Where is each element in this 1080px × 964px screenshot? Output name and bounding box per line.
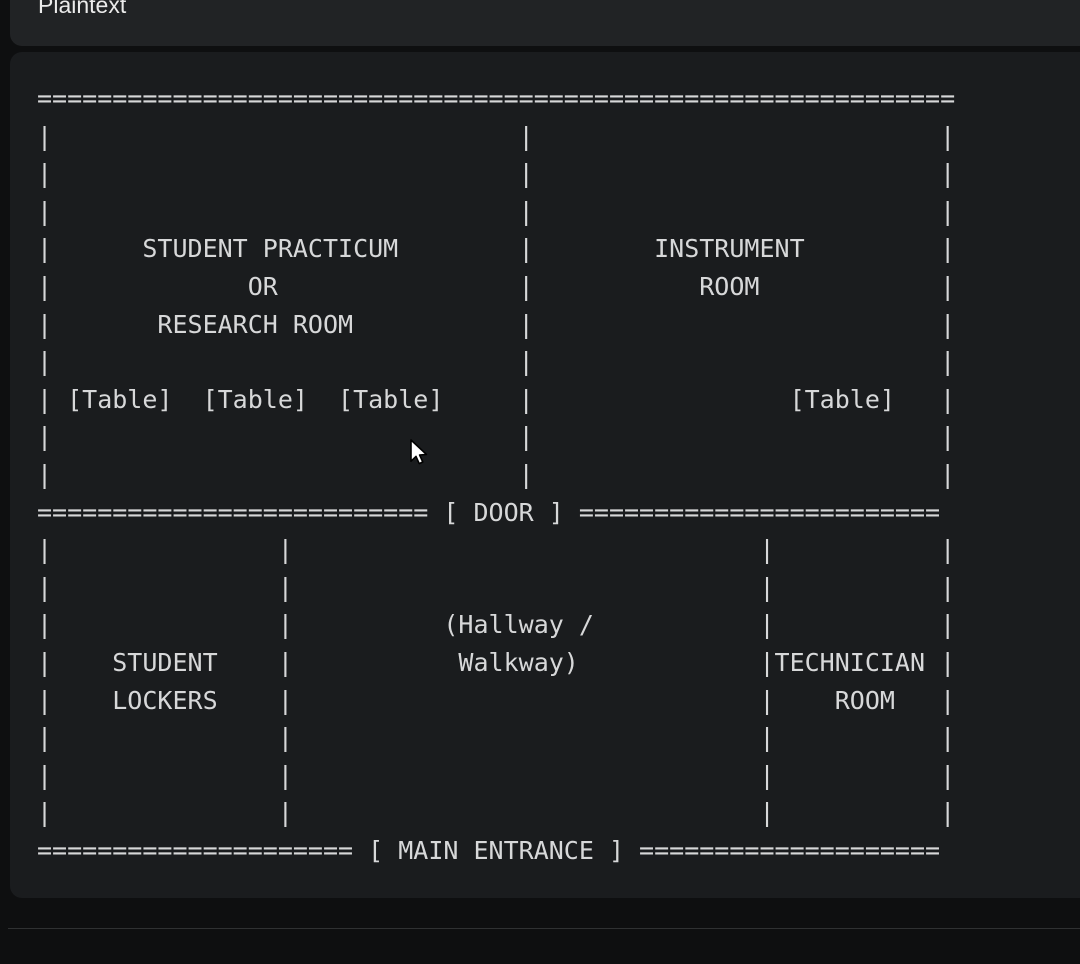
- code-block-header: Plaintext: [10, 0, 1080, 46]
- ascii-floor-plan: ========================================…: [37, 84, 956, 865]
- divider: [8, 928, 1080, 929]
- code-language-label: Plaintext: [38, 0, 127, 18]
- code-block-body: ========================================…: [10, 52, 1080, 898]
